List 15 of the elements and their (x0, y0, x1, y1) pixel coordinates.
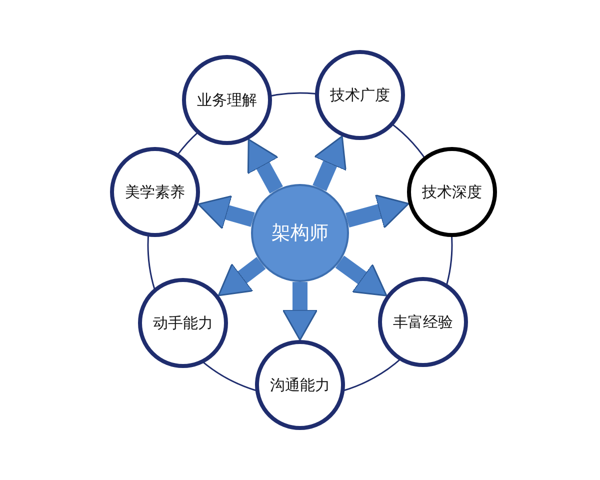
block-arrow (335, 256, 388, 296)
skill-circle: 美学素养 (110, 147, 200, 237)
skill-circle: 技术广度 (315, 50, 405, 140)
block-arrow (282, 282, 318, 341)
skill-circle: 丰富经验 (378, 277, 468, 367)
skill-circle: 沟通能力 (255, 340, 345, 430)
block-arrow (218, 256, 266, 296)
skill-circle: 动手能力 (138, 278, 228, 368)
center-circle: 架构师 (251, 184, 349, 282)
skill-circle: 技术深度 (407, 147, 497, 237)
block-arrow (198, 195, 255, 230)
block-arrow (345, 194, 410, 229)
skill-circle: 业务理解 (182, 55, 272, 145)
block-arrow (312, 135, 346, 192)
block-arrow (247, 138, 283, 194)
